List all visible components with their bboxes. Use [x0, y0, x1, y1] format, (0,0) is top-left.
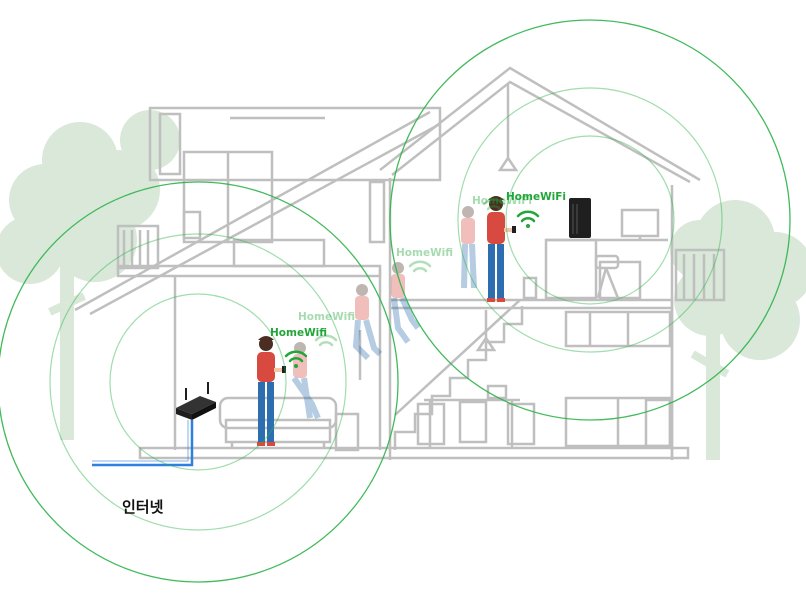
- mesh-satellite-icon: [569, 198, 591, 238]
- person-with-phone-icon: [257, 336, 286, 446]
- tree-right-icon: [670, 200, 806, 460]
- tree-left-icon: [0, 110, 180, 440]
- wifi-signal-icon-faded: [314, 198, 506, 347]
- wifi-label: HomeWifi: [270, 327, 327, 339]
- wifi-label-faded: HomeWiFi: [472, 195, 532, 207]
- house-structure: [74, 66, 726, 460]
- internet-cable: [92, 420, 194, 467]
- person-with-phone-icon: [291, 342, 321, 420]
- person-with-phone-icon: [461, 206, 477, 289]
- wifi-label: HomeWiFi: [506, 191, 566, 203]
- wifi-label-faded: HomeWifi: [298, 311, 355, 323]
- person-with-phone-icon: [391, 262, 421, 344]
- wifi-label-faded: HomeWifi: [396, 247, 453, 259]
- internet-label: 인터넷: [122, 498, 164, 516]
- wifi-signal-icon: [284, 350, 308, 368]
- person-with-phone-icon: [487, 196, 516, 302]
- router-icon: [176, 382, 216, 420]
- wifi-signal-icon: [516, 210, 540, 228]
- coverage-rings-satellite: [389, 19, 791, 421]
- coverage-rings-router: [0, 181, 399, 583]
- person-with-phone-icon: [352, 284, 383, 361]
